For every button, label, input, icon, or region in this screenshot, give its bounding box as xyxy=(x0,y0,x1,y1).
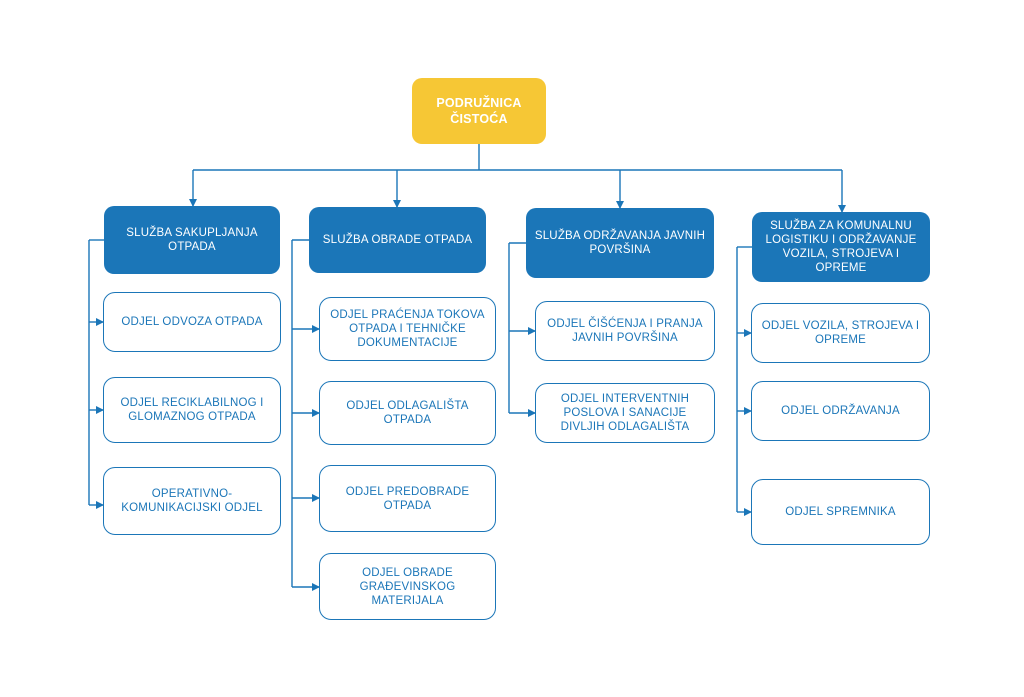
dept-node-predobrade: ODJEL PREDOBRADE OTPADA xyxy=(319,465,496,532)
dept-node-operativno: OPERATIVNO- KOMUNIKACIJSKI ODJEL xyxy=(103,467,281,535)
dept-node-interventnih: ODJEL INTERVENTNIH POSLOVA I SANACIJE DI… xyxy=(535,383,715,443)
dept-node-odrzavanja: ODJEL ODRŽAVANJA xyxy=(751,381,930,441)
dept-node-reciklabilnog: ODJEL RECIKLABILNOG I GLOMAZNOG OTPADA xyxy=(103,377,281,443)
dept-node-odvoza: ODJEL ODVOZA OTPADA xyxy=(103,292,281,352)
dept-node-odlagalista: ODJEL ODLAGALIŠTA OTPADA xyxy=(319,381,496,445)
service-node-sakupljanja: SLUŽBA SAKUPLJANJA OTPADA xyxy=(104,206,280,274)
dept-node-vozila: ODJEL VOZILA, STROJEVA I OPREME xyxy=(751,303,930,363)
service-node-odrzavanja-javnih: SLUŽBA ODRŽAVANJA JAVNIH POVRŠINA xyxy=(526,208,714,278)
dept-node-pracenja: ODJEL PRAĆENJA TOKOVA OTPADA I TEHNIČKE … xyxy=(319,297,496,361)
service-node-obrade: SLUŽBA OBRADE OTPADA xyxy=(309,207,486,273)
root-node: PODRUŽNICA ČISTOĆA xyxy=(412,78,546,144)
dept-node-ciscenja: ODJEL ČIŠĆENJA I PRANJA JAVNIH POVRŠINA xyxy=(535,301,715,361)
service-node-logistike: SLUŽBA ZA KOMUNALNU LOGISTIKU I ODRŽAVAN… xyxy=(752,212,930,282)
dept-node-gradevinskog: ODJEL OBRADE GRAĐEVINSKOG MATERIJALA xyxy=(319,553,496,620)
dept-node-spremnika: ODJEL SPREMNIKA xyxy=(751,479,930,545)
